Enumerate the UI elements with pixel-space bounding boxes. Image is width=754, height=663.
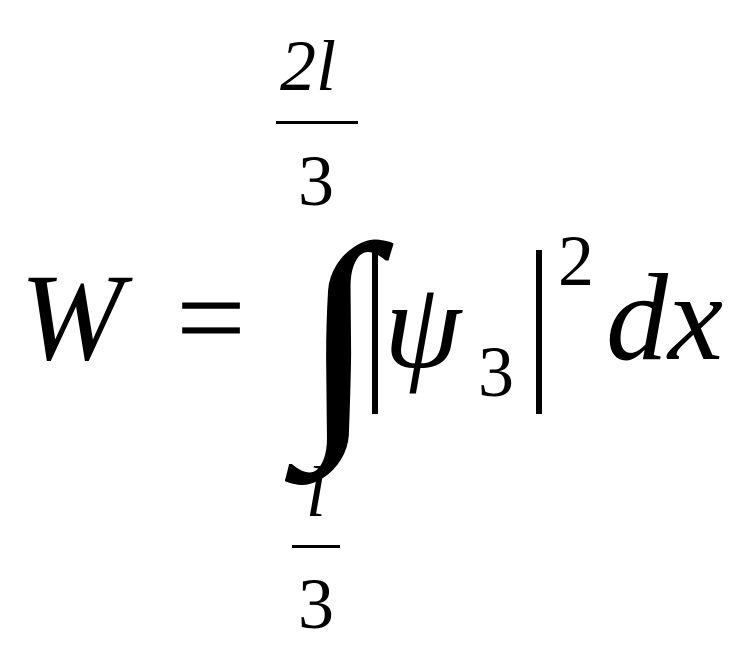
lower-limit-numerator: l (306, 452, 327, 532)
psi-symbol: ψ (384, 257, 462, 394)
upper-limit-denominator: 3 (298, 141, 334, 221)
lower-limit-denominator: 3 (298, 564, 334, 644)
lower-limit-fraction-bar (292, 545, 340, 548)
exponent-two: 2 (558, 221, 594, 301)
abs-bar-right (536, 250, 542, 414)
integral-sign: ∫ (300, 196, 379, 473)
abs-bar-left (372, 252, 378, 414)
differential: dx (606, 249, 724, 386)
subscript-three: 3 (478, 332, 514, 412)
upper-limit-fraction-bar (276, 121, 358, 124)
equals-sign: = (176, 249, 246, 386)
upper-limit-numerator: 2l (280, 26, 337, 106)
lhs-variable: W (20, 249, 124, 386)
